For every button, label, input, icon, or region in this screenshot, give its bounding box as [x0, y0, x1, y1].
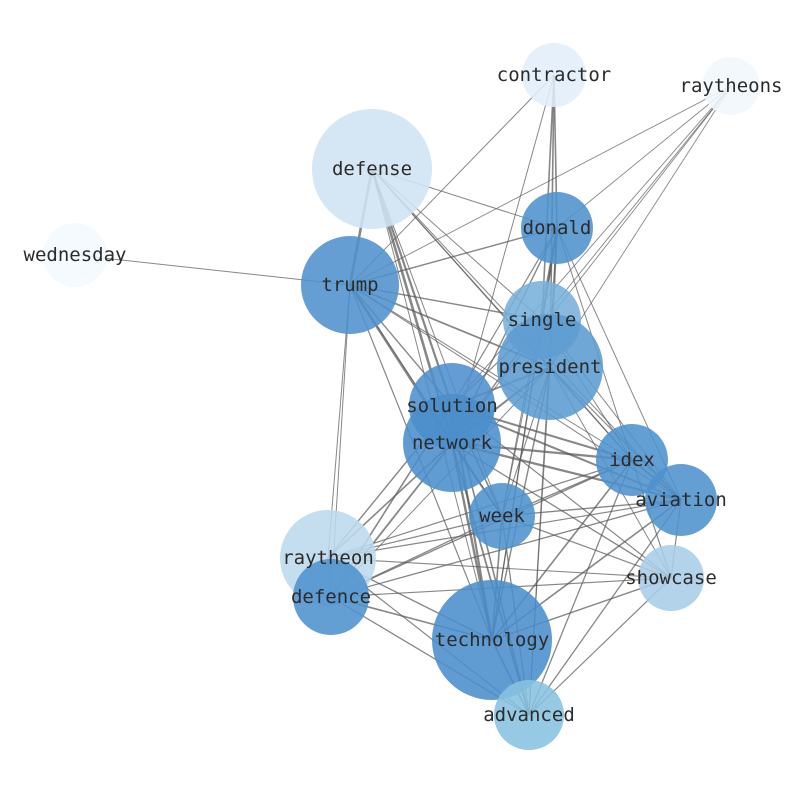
graph-node-defense[interactable] — [312, 109, 432, 229]
graph-node-trump[interactable] — [301, 236, 399, 334]
graph-node-idex[interactable] — [596, 424, 668, 496]
graph-edge — [451, 85, 732, 407]
graph-node-wednesday[interactable] — [43, 223, 107, 287]
graph-edge — [349, 284, 633, 461]
graph-edge — [451, 85, 732, 444]
graph-node-defence[interactable] — [293, 559, 369, 635]
graph-edge — [541, 85, 732, 321]
graph-node-network[interactable] — [403, 394, 501, 492]
graph-node-technology[interactable] — [432, 580, 552, 700]
graph-edge — [528, 499, 682, 716]
graph-edge — [556, 85, 732, 229]
node-layer — [43, 43, 760, 750]
graph-edge — [349, 85, 732, 286]
graph-node-president[interactable] — [497, 314, 603, 420]
graph-node-contractor[interactable] — [522, 43, 586, 107]
graph-node-aviation[interactable] — [645, 464, 717, 536]
graph-node-raytheons[interactable] — [702, 57, 760, 115]
graph-edge — [327, 557, 672, 579]
graph-node-week[interactable] — [469, 483, 535, 549]
graph-edge — [528, 459, 633, 716]
graph-node-donald[interactable] — [521, 192, 593, 264]
graph-node-advanced[interactable] — [494, 680, 564, 750]
graph-node-showcase[interactable] — [638, 545, 704, 611]
